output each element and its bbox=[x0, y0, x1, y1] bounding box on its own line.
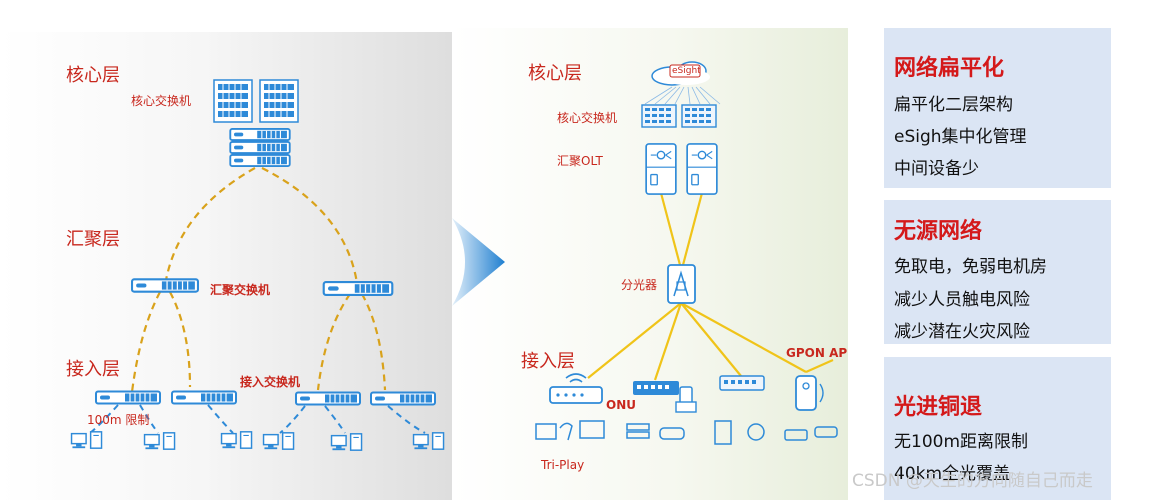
olt-2 bbox=[686, 143, 718, 195]
core-server-rack-1 bbox=[213, 79, 253, 123]
fiber-olt1-splitter bbox=[659, 192, 682, 266]
access-switch-2 bbox=[171, 390, 237, 405]
link-agg-access-3 bbox=[316, 293, 351, 391]
fiber-splitter-onu1 bbox=[587, 302, 682, 379]
access-link-3 bbox=[207, 404, 234, 434]
left-core-switch-label: 核心交换机 bbox=[131, 94, 192, 108]
feature-title: 光进铜退 bbox=[894, 395, 983, 420]
fiber-splitter-onu2 bbox=[653, 302, 683, 381]
left-limit-note: 100m 限制 bbox=[87, 413, 150, 427]
access-link-4 bbox=[279, 405, 306, 434]
link-core-agg-right bbox=[261, 167, 359, 284]
fiber-olt2-splitter bbox=[681, 192, 704, 266]
router-small-icon bbox=[784, 429, 808, 441]
onu-router-icon bbox=[549, 373, 603, 404]
gpon-ap-icon bbox=[795, 375, 824, 411]
right-core-layer-label: 核心层 bbox=[528, 63, 582, 84]
desktop-icon bbox=[535, 423, 557, 440]
feature-box-fiber-replace-copper: 光进铜退 无100m距离限制 40km全光覆盖 bbox=[884, 357, 1111, 500]
link-core-agg-left bbox=[164, 167, 256, 281]
pc-3 bbox=[220, 431, 253, 449]
gpon-ap-label: GPON AP bbox=[786, 346, 848, 360]
access-switch-1 bbox=[95, 390, 161, 405]
core-switch-unit-2 bbox=[229, 141, 291, 154]
access-link-2 bbox=[139, 404, 159, 434]
pc-5 bbox=[330, 433, 363, 451]
left-access-layer-label: 接入层 bbox=[66, 359, 120, 380]
right-splitter-label: 分光器 bbox=[621, 278, 658, 292]
core-switch-unit-3 bbox=[229, 154, 291, 167]
feature-line: 中间设备少 bbox=[894, 159, 979, 179]
feature-line: eSigh集中化管理 bbox=[894, 127, 1027, 147]
core-switch-unit-1 bbox=[229, 128, 291, 141]
esight-logo-text: eSight bbox=[672, 66, 701, 76]
onu-label: ONU bbox=[606, 398, 636, 412]
link-agg-access-1 bbox=[130, 291, 161, 393]
core-switch-right-2 bbox=[681, 104, 717, 128]
link-agg-access-2 bbox=[169, 291, 192, 388]
left-agg-layer-label: 汇聚层 bbox=[66, 229, 120, 250]
gear-icon bbox=[747, 423, 765, 441]
building-icon bbox=[714, 420, 732, 445]
feature-title: 网络扁平化 bbox=[894, 56, 1005, 81]
left-core-layer-label: 核心层 bbox=[66, 65, 120, 86]
camera-icon bbox=[814, 426, 838, 438]
agg-switch-left bbox=[131, 278, 199, 293]
fiber-ap-ext bbox=[805, 358, 834, 374]
csdn-watermark: CSDN @天生的方向随自己而走 bbox=[852, 471, 1093, 491]
feature-box-flat-network: 网络扁平化 扁平化二层架构 eSigh集中化管理 中间设备少 bbox=[884, 28, 1111, 188]
server-icon bbox=[626, 423, 650, 431]
pc-4 bbox=[262, 432, 295, 450]
fiber-splitter-onu3 bbox=[680, 302, 742, 377]
phone-icon bbox=[559, 422, 573, 441]
agg-switch-right bbox=[322, 281, 394, 296]
access-switch-3 bbox=[295, 391, 361, 406]
link-agg-access-4 bbox=[361, 293, 387, 391]
feature-line: 扁平化二层架构 bbox=[894, 95, 1013, 115]
endpoint-icons bbox=[535, 420, 838, 445]
fiber-splitter-ap bbox=[680, 302, 807, 373]
pc-2 bbox=[143, 432, 176, 450]
olt-1 bbox=[645, 143, 677, 195]
feature-line: 免取电，免弱电机房 bbox=[894, 257, 1047, 277]
core-server-rack-2 bbox=[259, 79, 299, 123]
car-icon bbox=[659, 427, 685, 440]
splitter-icon bbox=[667, 264, 696, 304]
access-link-6 bbox=[387, 405, 426, 434]
feature-line: 40km全光覆盖 bbox=[894, 464, 1011, 484]
tv-icon bbox=[579, 420, 605, 439]
feature-title: 无源网络 bbox=[894, 219, 983, 244]
core-switch-right-1 bbox=[641, 104, 677, 128]
left-links bbox=[130, 167, 387, 393]
esight-cloud-icon bbox=[651, 61, 710, 86]
right-fiber-links bbox=[587, 192, 834, 381]
feature-line: 减少人员触电风险 bbox=[894, 290, 1030, 310]
tri-play-label: Tri-Play bbox=[541, 458, 585, 472]
right-access-layer-label: 接入层 bbox=[521, 351, 575, 372]
pc-1 bbox=[70, 431, 103, 449]
feature-line: 减少潜在火灾风险 bbox=[894, 322, 1030, 342]
access-switch-4 bbox=[370, 391, 436, 406]
left-access-switch-label: 接入交换机 bbox=[240, 375, 301, 389]
pc-6 bbox=[412, 432, 445, 450]
access-link-5 bbox=[324, 405, 346, 434]
transition-arrow bbox=[452, 218, 505, 306]
left-agg-switch-label: 汇聚交换机 bbox=[210, 283, 271, 297]
feature-box-passive-network: 无源网络 免取电，免弱电机房 减少人员触电风险 减少潜在火灾风险 bbox=[884, 200, 1111, 344]
right-core-switch-label: 核心交换机 bbox=[557, 111, 618, 125]
feature-line: 无100m距离限制 bbox=[894, 432, 1029, 452]
onu-switch-2-icon bbox=[719, 375, 765, 391]
right-agg-olt-label: 汇聚OLT bbox=[557, 154, 603, 168]
core-rays bbox=[644, 86, 721, 105]
onu-switch-icon bbox=[633, 381, 697, 413]
